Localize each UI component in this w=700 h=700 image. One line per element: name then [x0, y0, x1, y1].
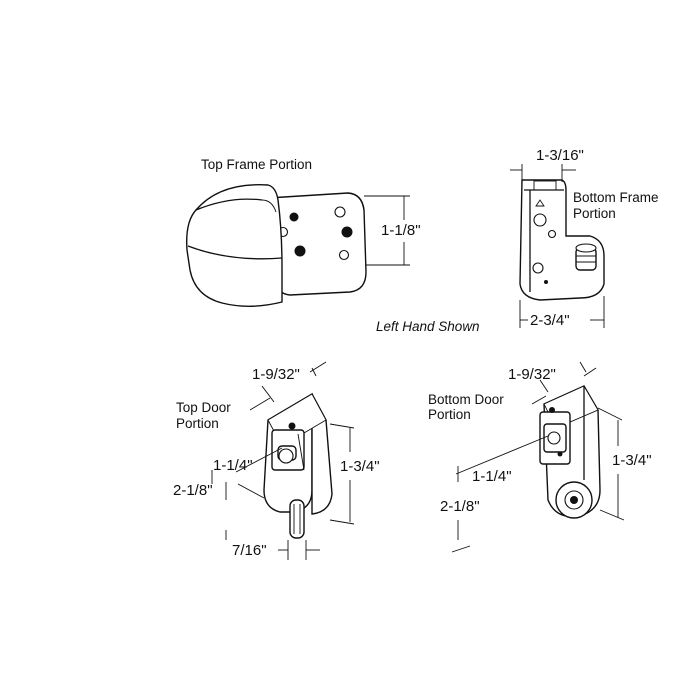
- top-frame-caption: Top Frame Portion: [201, 157, 313, 172]
- left-hand-note: Left Hand Shown: [376, 319, 480, 334]
- screw-hole-icon: [544, 280, 548, 284]
- screw-hole-icon: [532, 262, 544, 274]
- top-frame-dimension-lines: [364, 195, 410, 266]
- screw-hole-icon: [289, 212, 299, 222]
- bottom-door-height-dimension: 1-3/4": [612, 452, 652, 469]
- screw-hole-icon: [278, 448, 294, 464]
- screw-hole-icon: [547, 431, 561, 445]
- top-door-caption-line1: Top Door: [176, 400, 231, 415]
- bottom-frame-caption-line1: Bottom Frame: [573, 190, 659, 205]
- bottom-door-part: [539, 385, 601, 519]
- screw-hole-icon: [338, 249, 350, 261]
- screw-hole-icon: [334, 206, 346, 218]
- bottom-door-inner-dimension: 1-1/4": [472, 468, 512, 485]
- top-door-inner-dimension: 1-1/4": [213, 457, 253, 474]
- top-door-caption-line2: Portion: [176, 416, 219, 431]
- bottom-door-dimension-lines: [451, 361, 625, 553]
- screw-hole-icon: [341, 226, 353, 238]
- screw-hole-icon: [547, 229, 557, 239]
- top-door-width-dimension: 1-9/32": [252, 366, 300, 383]
- top-door-part: [263, 392, 333, 539]
- bottom-frame-dimension-lines: [510, 164, 605, 328]
- bottom-frame-caption-line2: Portion: [573, 206, 616, 221]
- top-door-dimension-lines: [211, 361, 355, 560]
- top-frame-part: [186, 184, 367, 307]
- bottom-door-outer-dimension: 2-1/8": [440, 498, 480, 515]
- top-door-height-dimension: 1-3/4": [340, 458, 380, 475]
- bottom-frame-length-dimension: 2-3/4": [530, 312, 570, 329]
- screw-hole-icon: [533, 213, 547, 227]
- top-door-outer-dimension: 2-1/8": [173, 482, 213, 499]
- screw-hole-icon: [294, 245, 306, 257]
- top-door-pin-dimension: 7/16": [232, 542, 267, 559]
- bottom-frame-width-dimension: 1-3/16": [536, 147, 584, 164]
- bottom-frame-part: [519, 179, 605, 301]
- top-frame-height-dimension: 1-1/8": [381, 222, 421, 239]
- bottom-door-width-dimension: 1-9/32": [508, 366, 556, 383]
- bottom-door-caption-line1: Bottom Door: [428, 392, 504, 407]
- bottom-door-caption-line2: Portion: [428, 407, 471, 422]
